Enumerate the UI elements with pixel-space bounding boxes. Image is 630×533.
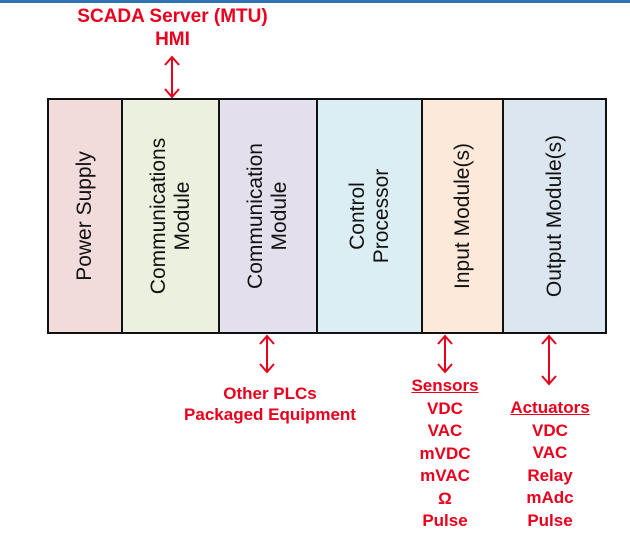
scada-server-label: SCADA Server (MTU) HMI: [45, 5, 300, 51]
sensor-item: mVAC: [420, 466, 470, 485]
control-processor-module: Control Processor: [318, 100, 423, 332]
actuator-item: Relay: [527, 465, 573, 485]
communications-module: Communications Module: [123, 100, 220, 332]
scada-server-line1: SCADA Server (MTU): [77, 6, 268, 27]
power-supply-module: Power Supply: [49, 100, 123, 332]
input-modules-label: Input Module(s): [450, 143, 474, 289]
other-plcs-line1: Other PLCs: [223, 384, 317, 403]
other-plcs-label: Other PLCs Packaged Equipment: [160, 383, 380, 425]
sensors-title: Sensors: [411, 376, 479, 395]
plc-chassis: Power Supply Communications Module Commu…: [47, 98, 607, 334]
other-plcs-line2: Packaged Equipment: [184, 405, 356, 424]
communication-module-label-1: Communication: [244, 143, 267, 289]
actuator-item: Pulse: [527, 510, 573, 530]
power-supply-label: Power Supply: [73, 151, 96, 281]
communications-module-label-1: Communications: [146, 137, 170, 295]
sensor-item: Ω: [438, 488, 452, 508]
top-rule: [0, 0, 630, 3]
actuator-item: VAC: [532, 443, 568, 462]
sensor-item: VDC: [427, 398, 463, 418]
output-modules: Output Module(s): [504, 100, 605, 332]
actuator-item: VDC: [532, 420, 568, 440]
actuators-list: Actuators VDC VAC Relay mAdc Pulse: [499, 397, 601, 532]
actuators-title: Actuators: [510, 398, 590, 417]
communications-module-label-2: Module: [170, 181, 194, 251]
actuators-double-arrow: [541, 334, 557, 386]
sensor-item: VAC: [427, 421, 463, 440]
control-processor-label-1: Control: [345, 182, 369, 250]
sensors-list: Sensors VDC VAC mVDC mVAC Ω Pulse: [395, 375, 495, 533]
sensor-item: Pulse: [422, 511, 468, 530]
communication-module: Communication Module: [220, 100, 318, 332]
other-plcs-double-arrow: [259, 334, 275, 374]
communication-module-label-2: Module: [268, 181, 291, 251]
input-modules: Input Module(s): [423, 100, 504, 332]
control-processor-label-2: Processor: [369, 168, 393, 264]
sensors-double-arrow: [437, 334, 453, 374]
sensor-item: mVDC: [419, 443, 471, 463]
actuator-item: mAdc: [526, 488, 574, 507]
scada-server-line2: HMI: [155, 29, 190, 50]
output-modules-label: Output Module(s): [542, 134, 566, 298]
scada-double-arrow: [164, 55, 180, 99]
